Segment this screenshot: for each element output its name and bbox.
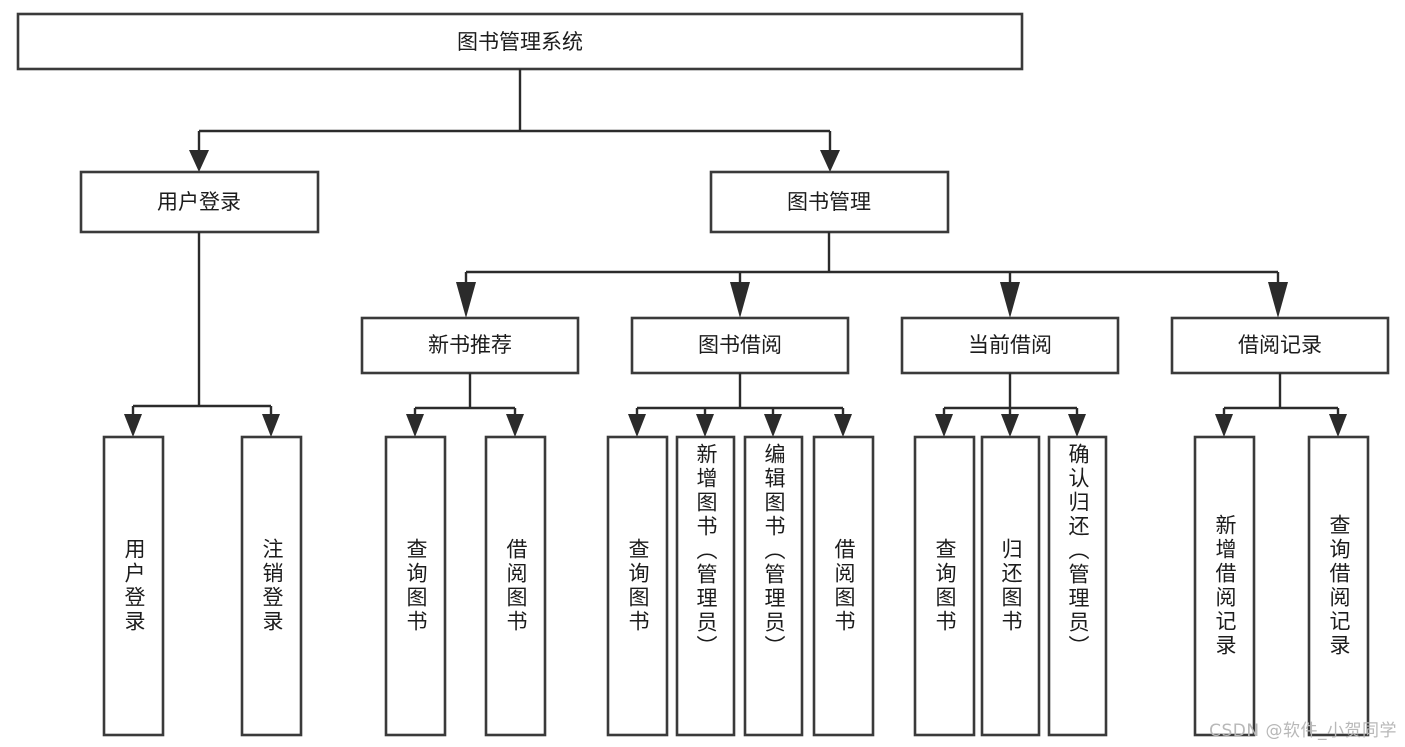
arrowhead-book-manage	[820, 150, 840, 172]
arrowhead-borrow-record	[1268, 282, 1288, 318]
node-book-manage[interactable]: 图书管理	[709, 170, 950, 234]
leaf-box-user-login[interactable]	[102, 435, 165, 737]
current-borrow-box-rect	[900, 316, 1120, 375]
leaf-box-query-book-2[interactable]	[606, 435, 669, 737]
leaf-box-confirm-return[interactable]	[1047, 435, 1108, 737]
root-label: 图书管理系统	[457, 30, 583, 54]
arrowhead-new-book-recommend	[456, 282, 476, 318]
new-book-recommend-box-rect	[360, 316, 580, 375]
arrowhead-bb-leaf4	[834, 414, 852, 437]
leaf-box-query-record[interactable]	[1307, 435, 1370, 737]
node-book-borrow[interactable]: 图书借阅	[630, 316, 850, 375]
leaf-box-query-book-3[interactable]	[913, 435, 976, 737]
leaf-box-return-book[interactable]	[980, 435, 1041, 737]
leaf-box-user-logout[interactable]	[240, 435, 303, 737]
arrowhead-book-borrow	[730, 282, 750, 318]
node-current-borrow[interactable]: 当前借阅	[900, 316, 1120, 375]
new-book-recommend-label: 新书推荐	[428, 333, 512, 357]
node-user-login[interactable]: 用户登录	[79, 170, 320, 234]
leaf-box-borrow-book-1[interactable]	[484, 435, 547, 737]
arrowhead-nbr-leaf2	[506, 414, 524, 437]
arrowhead-br-leaf1	[1215, 414, 1233, 437]
arrowhead-br-leaf2	[1329, 414, 1347, 437]
book-manage-label: 图书管理	[787, 190, 871, 214]
arrowhead-cb-leaf3	[1068, 414, 1086, 437]
arrowhead-leaf-user-logout	[262, 414, 280, 437]
leaf-box-query-book-1[interactable]	[384, 435, 447, 737]
leaf-box-borrow-book-2[interactable]	[812, 435, 875, 737]
arrowhead-current-borrow	[1000, 282, 1020, 318]
current-borrow-label: 当前借阅	[968, 333, 1052, 357]
arrowhead-cb-leaf1	[935, 414, 953, 437]
book-manage-box-rect	[709, 170, 950, 234]
user-login-label: 用户登录	[157, 190, 241, 214]
borrow-record-box-rect	[1170, 316, 1390, 375]
node-new-book-recommend[interactable]: 新书推荐	[360, 316, 580, 375]
book-borrow-box-rect	[630, 316, 850, 375]
borrow-record-label: 借阅记录	[1238, 333, 1322, 357]
node-root[interactable]: 图书管理系统	[16, 12, 1024, 71]
node-borrow-record[interactable]: 借阅记录	[1170, 316, 1390, 375]
arrowhead-user-login	[189, 150, 209, 172]
arrowhead-bb-leaf2	[696, 414, 714, 437]
leaf-box-add-book[interactable]	[675, 435, 736, 737]
leaf-box-add-record[interactable]	[1193, 435, 1256, 737]
arrowhead-bb-leaf1	[628, 414, 646, 437]
root-box-rect	[16, 12, 1024, 71]
arrowhead-leaf-user-login	[124, 414, 142, 437]
book-borrow-label: 图书借阅	[698, 333, 782, 357]
csdn-watermark: CSDN @软件_小贺同学	[1209, 721, 1397, 741]
arrowhead-nbr-leaf1	[406, 414, 424, 437]
arrowhead-bb-leaf3	[764, 414, 782, 437]
arrowhead-cb-leaf2	[1001, 414, 1019, 437]
leaf-box-edit-book[interactable]	[743, 435, 804, 737]
